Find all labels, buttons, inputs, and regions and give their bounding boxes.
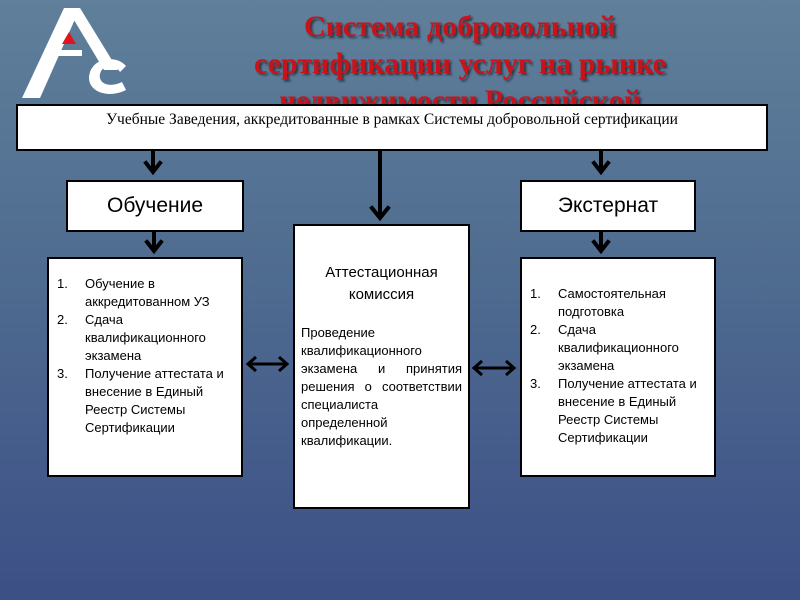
double-arrow-icon [471,359,517,377]
title-line-2: сертификации услуг на рынке [254,47,666,80]
list-item: 1.Самостоятельная подготовка [530,286,666,319]
accredited-institutions-text: Учебные Заведения, аккредитованные в рам… [106,111,678,128]
arrow-down-icon [369,150,391,222]
external-steps-list: 1.Самостоятельная подготовка 2.Сдача ква… [522,259,714,447]
training-label: Обучение [106,194,204,217]
list-item: 2.Сдача квалификационного экзамена [530,322,679,373]
training-box: Обучение [66,180,244,232]
list-item: 2.Сдача квалификационного экзамена [57,312,206,363]
attestation-commission-title: Аттестационная комиссия [325,264,438,303]
list-item: 3.Получение аттестата и внесение в Едины… [57,366,224,435]
attestation-commission-box: Аттестационная комиссия Проведение квали… [293,224,470,509]
list-item: 3.Получение аттестата и внесение в Едины… [530,376,697,445]
accredited-institutions-box: Учебные Заведения, аккредитованные в рам… [16,104,768,151]
attestation-commission-description: Проведение квалификационного экзамена и … [301,325,462,448]
list-item: 1.Обучение в аккредитованном УЗ [57,276,210,309]
training-steps-box: 1.Обучение в аккредитованном УЗ 2.Сдача … [47,257,243,477]
page-title: Система добровольной сертификации услуг … [140,8,780,104]
external-study-label: Экстернат [557,194,659,217]
arrow-down-icon [591,150,611,176]
arrow-down-icon [143,150,163,176]
arrow-down-icon [144,232,164,255]
title-line-3: недвижимости Российской [278,84,642,104]
title-line-1: Система добровольной [303,10,617,43]
arrow-down-icon [591,232,611,255]
external-study-box: Экстернат [520,180,696,232]
external-steps-box: 1.Самостоятельная подготовка 2.Сдача ква… [520,257,716,477]
logo [22,8,126,98]
double-arrow-icon [245,355,290,373]
training-steps-list: 1.Обучение в аккредитованном УЗ 2.Сдача … [49,259,241,437]
